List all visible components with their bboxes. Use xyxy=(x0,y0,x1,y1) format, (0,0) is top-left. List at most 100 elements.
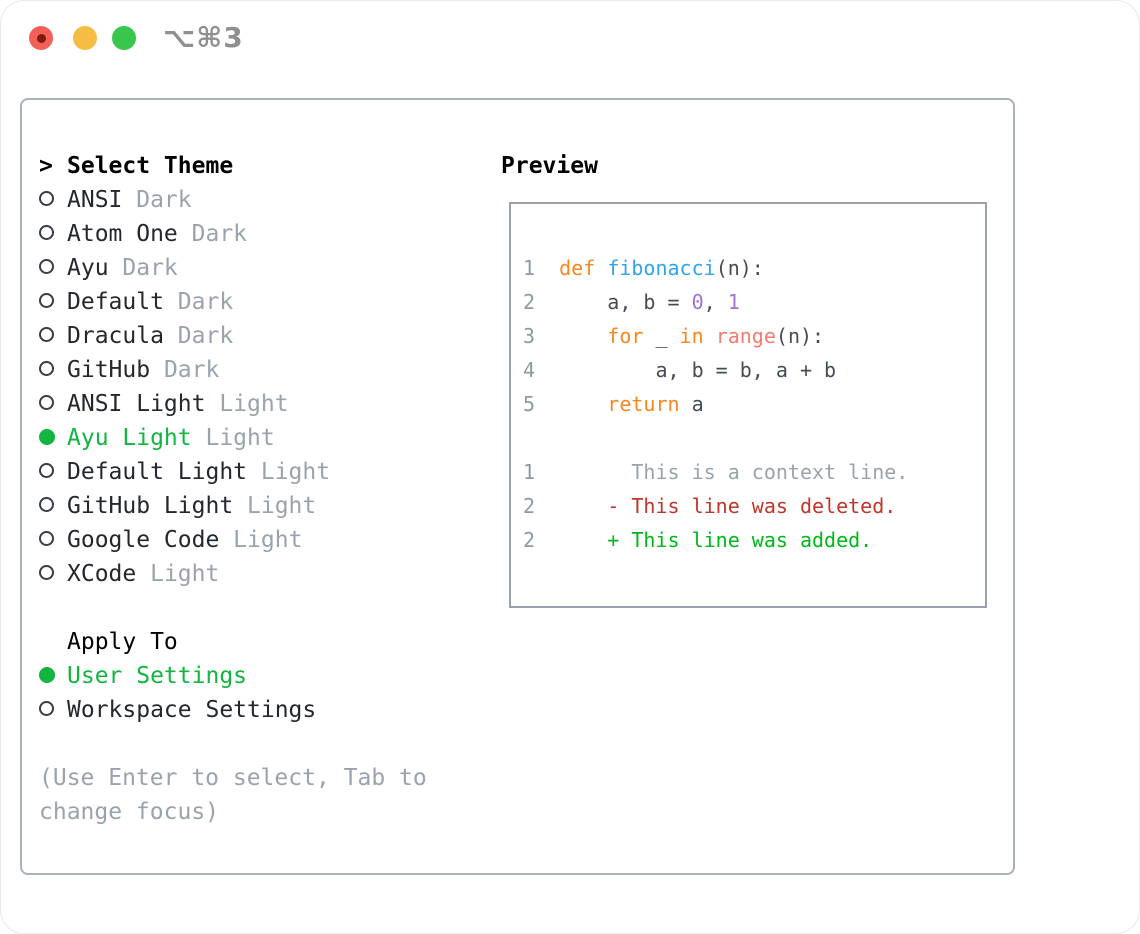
code-token-fg: (n): xyxy=(775,324,825,348)
theme-variant-label: Light xyxy=(233,493,317,519)
radio-icon xyxy=(39,293,54,308)
radio-icon xyxy=(39,327,54,342)
code-token-add: + This line was added. xyxy=(607,528,873,552)
radio-icon xyxy=(39,531,54,546)
help-text-line: change focus) xyxy=(39,795,427,829)
code-token-fg xyxy=(704,324,716,348)
code-token-num: 2 xyxy=(523,494,536,518)
code-token-fg: (n): xyxy=(715,256,764,280)
code-token-kw: for xyxy=(607,324,644,348)
help-text: change focus) xyxy=(39,799,220,825)
apply-to-header: Apply To xyxy=(39,625,427,659)
preview-code: 1 def fibonacci(n): 2 a, b = 0, 1 3 for … xyxy=(511,204,985,557)
radio-icon xyxy=(39,259,54,274)
apply-option-label: Workspace Settings xyxy=(67,697,317,723)
code-token-num: 1 xyxy=(523,256,536,280)
theme-option-github[interactable]: GitHub Dark xyxy=(39,353,427,387)
zoom-button[interactable] xyxy=(112,26,136,50)
code-token-fg xyxy=(535,528,607,552)
theme-option-label: ANSI Light xyxy=(67,391,206,417)
theme-option-default[interactable]: Default Dark xyxy=(39,285,427,319)
theme-variant-label: Dark xyxy=(122,187,192,213)
radio-icon xyxy=(39,225,54,240)
radio-icon xyxy=(39,497,54,512)
code-token-fg xyxy=(535,460,631,484)
preview-box: 1 def fibonacci(n): 2 a, b = 0, 1 3 for … xyxy=(509,202,987,608)
window-title: ⌥⌘3 xyxy=(163,21,244,54)
theme-variant-label: Light xyxy=(136,561,220,587)
apply-option-user-settings[interactable]: User Settings xyxy=(39,659,427,693)
theme-option-label: Default xyxy=(67,289,164,315)
radio-selected-icon xyxy=(39,428,55,445)
code-token-fg: a, b = b, a + b xyxy=(535,358,837,382)
theme-list-header: > Select Theme xyxy=(39,149,427,183)
apply-option-workspace-settings[interactable]: Workspace Settings xyxy=(39,693,427,727)
code-token-ctx: This is a context line. xyxy=(631,460,909,484)
code-token-fg xyxy=(535,392,607,416)
theme-option-github-light[interactable]: GitHub Light Light xyxy=(39,489,427,523)
theme-option-ansi[interactable]: ANSI Dark xyxy=(39,183,427,217)
code-token-call: range xyxy=(715,324,776,348)
theme-variant-label: Dark xyxy=(150,357,220,383)
code-token-fg xyxy=(535,256,559,280)
apply-option-label: User Settings xyxy=(67,663,248,689)
theme-option-label: Default Light xyxy=(67,459,248,485)
code-token-lit: 0 xyxy=(691,290,704,314)
code-token-num: 2 xyxy=(523,528,536,552)
apply-to-header-label: Apply To xyxy=(67,629,178,655)
theme-variant-label: Light xyxy=(205,391,289,417)
theme-variant-label: Dark xyxy=(163,289,234,315)
theme-option-label: GitHub Light xyxy=(67,493,234,519)
code-token-fg: _ xyxy=(643,324,680,348)
theme-option-dracula[interactable]: Dracula Dark xyxy=(39,319,427,353)
code-token-fg: a, b = xyxy=(535,290,692,314)
code-token-num: 4 xyxy=(523,358,536,382)
focus-arrow-icon: > xyxy=(39,153,53,179)
theme-option-label: GitHub xyxy=(67,357,151,383)
spacer-row xyxy=(39,727,427,761)
code-token-lit: 1 xyxy=(727,290,740,314)
theme-variant-label: Light xyxy=(247,459,331,485)
theme-option-default-light[interactable]: Default Light Light xyxy=(39,455,427,489)
preview-title: Preview xyxy=(501,153,598,179)
radio-icon xyxy=(39,395,54,410)
theme-list-header-label: Select Theme xyxy=(67,153,234,179)
theme-option-xcode[interactable]: XCode Light xyxy=(39,557,427,591)
code-token-num: 3 xyxy=(523,324,536,348)
code-token-fg xyxy=(595,256,607,280)
help-text: (Use Enter to select, Tab to xyxy=(39,765,427,791)
close-button[interactable] xyxy=(29,26,53,50)
theme-variant-label: Light xyxy=(219,527,303,553)
theme-option-label: Google Code xyxy=(67,527,220,553)
theme-option-ansi-light[interactable]: ANSI Light Light xyxy=(39,387,427,421)
theme-option-atom-one[interactable]: Atom One Dark xyxy=(39,217,427,251)
minimize-button[interactable] xyxy=(73,26,97,50)
help-text-line: (Use Enter to select, Tab to xyxy=(39,761,427,795)
radio-icon xyxy=(39,463,54,478)
theme-option-label: Dracula xyxy=(67,323,164,349)
code-token-kw: in xyxy=(679,324,704,348)
radio-icon xyxy=(39,701,54,716)
close-dot-icon xyxy=(36,33,46,43)
radio-icon xyxy=(39,565,54,580)
theme-option-label: XCode xyxy=(67,561,137,587)
theme-option-google-code[interactable]: Google Code Light xyxy=(39,523,427,557)
code-token-num: 2 xyxy=(523,290,536,314)
theme-option-label: Ayu Light xyxy=(67,425,192,451)
radio-icon xyxy=(39,191,54,206)
theme-option-ayu-light[interactable]: Ayu Light Light xyxy=(39,421,427,455)
theme-option-label: Ayu xyxy=(67,255,109,281)
theme-variant-label: Dark xyxy=(108,255,178,281)
theme-option-label: ANSI xyxy=(67,187,123,213)
theme-option-label: Atom One xyxy=(67,221,178,247)
code-token-fg: a xyxy=(679,392,704,416)
code-token-fg xyxy=(535,324,607,348)
spacer-row xyxy=(39,591,427,625)
code-token-del: - This line was deleted. xyxy=(607,494,897,518)
theme-option-ayu[interactable]: Ayu Dark xyxy=(39,251,427,285)
code-token-fn: fibonacci xyxy=(607,256,716,280)
code-token-kw: return xyxy=(607,392,680,416)
code-token-fg: , xyxy=(703,290,728,314)
